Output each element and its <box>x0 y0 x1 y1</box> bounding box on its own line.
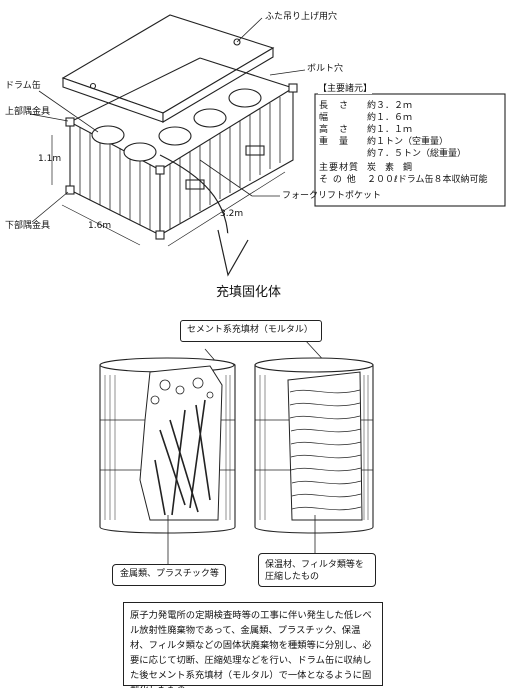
description-box <box>123 602 383 686</box>
dimension-width: 1.6m <box>88 221 112 231</box>
right-drum <box>254 357 374 534</box>
dimension-length: 3.2m <box>220 209 244 219</box>
specs-table: 長 さ約３．２ｍ 幅約１．６ｍ 高 さ約１．１ｍ 重 量約１トン（空重量） 約７… <box>317 100 505 204</box>
spec-row: 幅約１．６ｍ <box>319 113 413 123</box>
metal-label-box: 金属類、プラスチック等 <box>112 564 226 586</box>
spec-row: 約７．５トン（総重量） <box>367 149 467 159</box>
specs-heading: 【主要諸元】 <box>318 84 373 94</box>
label-lid-hole: ふた吊り上げ用穴 <box>265 12 338 22</box>
cement-label-box: セメント系充填材（モルタル） <box>180 320 322 342</box>
spec-row: 長 さ約３．２ｍ <box>319 101 413 111</box>
description-text: 原子力発電所の定期検査時等の工事に伴い発生した低レベル放射性廃棄物であって、金属… <box>130 610 372 688</box>
dimension-height: 1.1m <box>38 154 62 164</box>
label-forklift-pocket: フォークリフトポケット <box>282 191 382 201</box>
insulation-label: 保温材、フィルタ類等を圧縮したもの <box>265 560 364 582</box>
spec-row: 高 さ約１．１ｍ <box>319 125 413 135</box>
spec-row: 主要材質炭 素 鋼 <box>319 163 413 173</box>
left-drum <box>99 357 236 534</box>
label-drum: ドラム缶 <box>5 81 41 91</box>
label-lower-fitting: 下部隅金具 <box>5 221 51 231</box>
label-bolt-hole: ボルト穴 <box>307 64 344 74</box>
container-illustration <box>51 14 298 247</box>
section-title-filled: 充填固化体 <box>216 285 282 300</box>
insulation-label-box: 保温材、フィルタ類等を圧縮したもの <box>258 553 376 587</box>
metal-label: 金属類、プラスチック等 <box>120 569 219 579</box>
label-upper-fitting: 上部隅金具 <box>5 107 51 117</box>
cement-label: セメント系充填材（モルタル） <box>187 325 313 335</box>
spec-row: 重 量約１トン（空重量） <box>319 137 449 147</box>
